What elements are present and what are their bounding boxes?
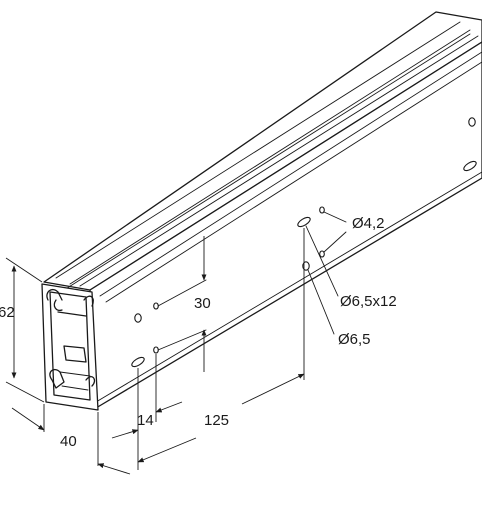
dim-height: 62 (0, 257, 45, 403)
dim-offset-14-label: 14 (137, 412, 154, 429)
callout-slot: Ø6,5x12 (305, 225, 397, 310)
dim-width: 40 (11, 404, 131, 475)
dim-slot-125: 125 (137, 228, 305, 463)
callout-small-hole-label: Ø4,2 (352, 215, 385, 232)
slot-3 (463, 160, 477, 172)
dim-width-label: 40 (60, 433, 77, 450)
callout-round-hole-label: Ø6,5 (338, 331, 371, 348)
mounting-holes (131, 117, 477, 368)
dim-slot-125-label: 125 (204, 412, 229, 429)
round-hole-1 (134, 313, 142, 323)
trunking-body (43, 11, 482, 409)
round-hole-3 (468, 117, 476, 127)
small-hole-3 (319, 206, 325, 214)
dim-height-label: 62 (0, 304, 15, 321)
callout-round-hole: Ø6,5 (307, 269, 371, 348)
dim-spacing-30-label: 30 (194, 295, 211, 312)
callout-slot-label: Ø6,5x12 (340, 293, 397, 310)
slot-2 (297, 216, 311, 228)
small-hole-4 (319, 250, 325, 258)
top-face (43, 11, 482, 291)
slot-1 (131, 356, 145, 368)
end-profile (41, 283, 99, 411)
dim-offset-14: 14 (111, 354, 183, 470)
dim-spacing-30: 30 (157, 236, 211, 372)
callout-small-hole: Ø4,2 (323, 211, 385, 253)
